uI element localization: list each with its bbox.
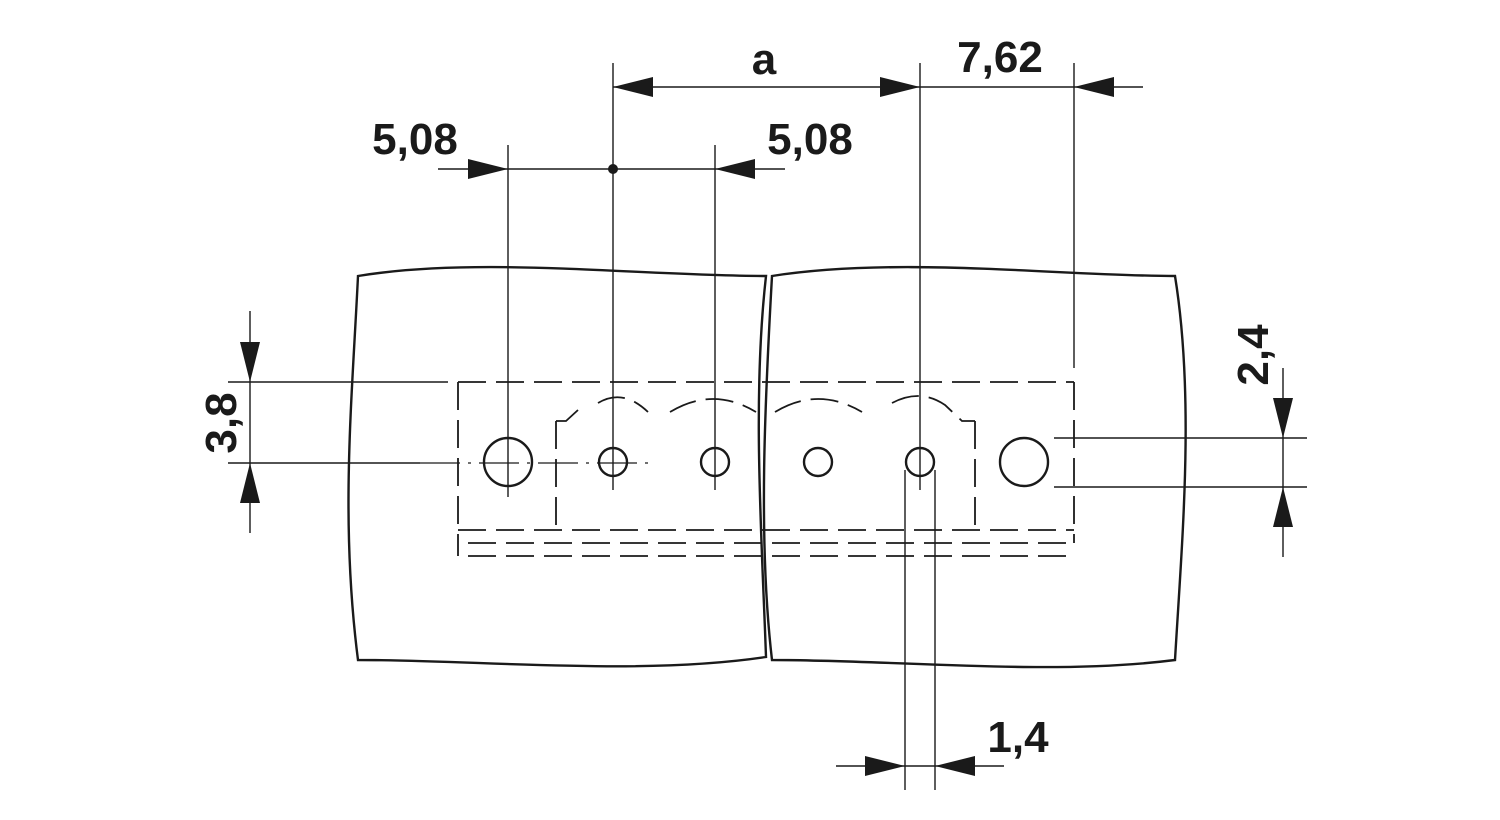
dimension-a: a — [613, 35, 920, 97]
fixing-hole-right — [998, 436, 1050, 488]
pcb-panel-right — [762, 265, 1187, 669]
dimension-height: 3,8 — [197, 311, 260, 533]
dimension-a-label: a — [752, 35, 777, 84]
dimension-pitch-right-label: 5,08 — [767, 115, 853, 164]
pin-hole-3 — [802, 446, 834, 478]
pcb-panels — [347, 265, 1187, 669]
dimension-pitch: 5,08 5,08 — [372, 115, 853, 179]
dimension-hole-diameter: 2,4 — [1229, 324, 1293, 557]
connector-outline — [457, 381, 1075, 557]
extension-lines — [228, 63, 1307, 790]
dimension-height-label: 3,8 — [197, 392, 246, 453]
dimension-pin-width-label: 1,4 — [987, 713, 1049, 762]
dimension-edge-pitch: 7,62 — [920, 33, 1143, 97]
dimension-edge-pitch-label: 7,62 — [957, 33, 1043, 82]
holes — [482, 436, 1050, 488]
pcb-panel-left — [347, 265, 768, 668]
dimension-pin-width: 1,4 — [836, 713, 1049, 776]
dimension-hole-diameter-label: 2,4 — [1229, 324, 1278, 386]
dimension-pitch-left-label: 5,08 — [372, 115, 458, 164]
